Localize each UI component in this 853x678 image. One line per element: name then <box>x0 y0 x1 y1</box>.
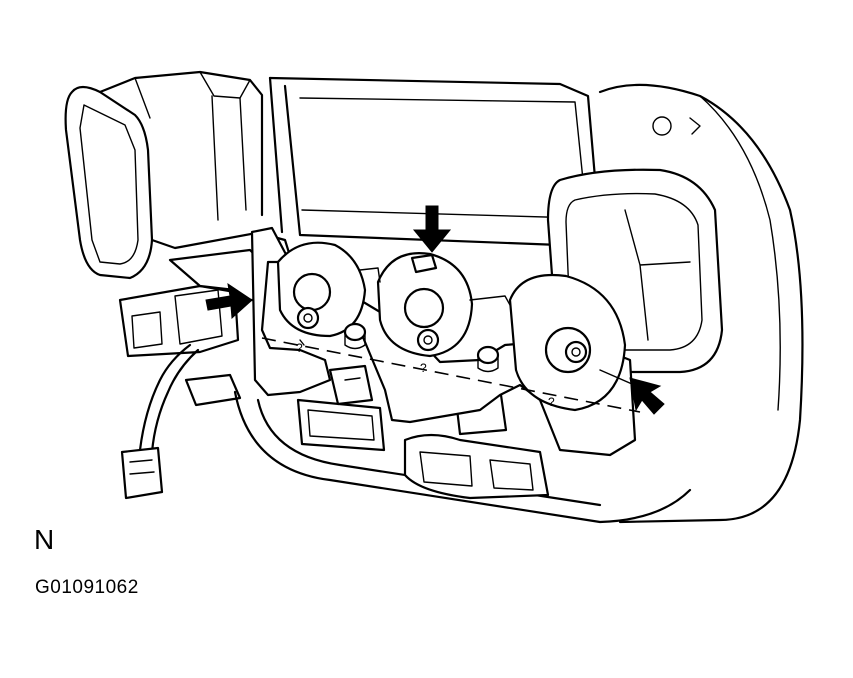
svg-text:?: ? <box>548 395 555 409</box>
center-panel-frame <box>268 76 597 247</box>
left-control-arrow <box>205 282 253 320</box>
right-control-dial: ? <box>508 274 627 412</box>
wire-harness <box>118 248 264 500</box>
left-control-dial: ? <box>276 241 367 355</box>
dial-posts <box>343 267 511 373</box>
figure-code: G01091062 <box>35 577 139 598</box>
left-air-vent <box>64 70 264 280</box>
right-control-arrow <box>599 369 665 415</box>
svg-text:?: ? <box>420 361 427 375</box>
svg-text:?: ? <box>296 341 303 355</box>
alignment-dashed-line <box>261 337 641 413</box>
view-letter: N <box>34 524 55 555</box>
center-control-arrow <box>412 205 452 253</box>
center-control-dial: ? <box>376 252 474 375</box>
